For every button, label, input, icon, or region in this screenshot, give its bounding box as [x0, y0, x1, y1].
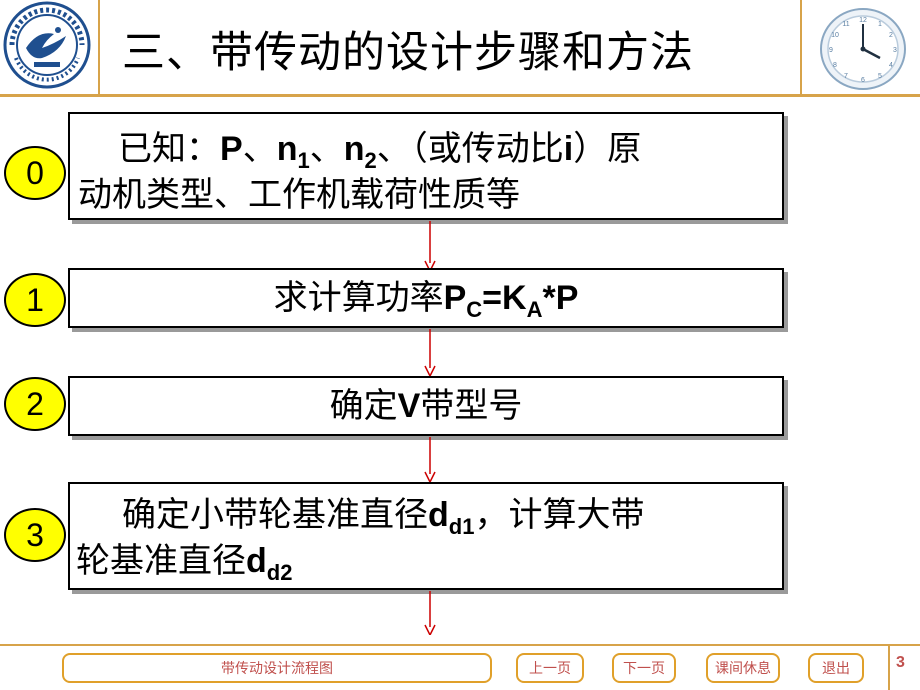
- step-number-2: 2: [4, 377, 66, 431]
- step-1-k-subscript: A: [526, 297, 543, 322]
- svg-text:7: 7: [844, 73, 848, 80]
- page-title: 三、带传动的设计步骤和方法: [122, 28, 694, 78]
- step-3-line1-tail: ，计算大带: [474, 495, 645, 535]
- step-box-2: 确定V带型号: [68, 376, 784, 436]
- step-0-ratio-i: i: [563, 130, 574, 168]
- flowchart-link-button[interactable]: 带传动设计流程图: [62, 653, 492, 683]
- arrow-down-icon: [424, 437, 436, 482]
- step-number-3: 3: [4, 508, 66, 562]
- svg-text:6: 6: [861, 77, 865, 84]
- footer-divider: [888, 644, 890, 690]
- step-2-label: 确定: [329, 386, 398, 426]
- step-3-d2: d: [246, 542, 267, 580]
- step-0-line-2: 动机类型、工作机载荷性质等: [78, 175, 520, 215]
- step-0-sep-2: 、: [309, 129, 344, 169]
- footer-rule: [0, 644, 920, 646]
- step-number-1: 1: [4, 273, 66, 327]
- step-0-line-1: 已知：P、n1、n2、（或传动比i）原: [118, 126, 782, 172]
- step-3-d2-subscript: d2: [266, 560, 293, 585]
- svg-text:3: 3: [893, 47, 897, 54]
- next-page-button[interactable]: 下一页: [612, 653, 676, 683]
- step-3-label: 确定小带轮基准直径: [122, 495, 428, 535]
- svg-text:8: 8: [833, 62, 837, 69]
- step-0-power: P: [220, 130, 243, 168]
- step-1-eq-k: =K: [482, 279, 527, 317]
- arrow-down-icon: [424, 591, 436, 635]
- arrow-down-icon: [424, 329, 436, 376]
- step-1-text: 求计算功率PC=KA*P: [70, 275, 782, 321]
- step-0-n1: n: [276, 130, 298, 168]
- step-box-1: 求计算功率PC=KA*P: [68, 268, 784, 328]
- step-2-v: V: [397, 387, 421, 425]
- step-number-0: 0: [4, 146, 66, 200]
- step-2-text: 确定V带型号: [70, 383, 782, 429]
- exit-button[interactable]: 退出: [808, 653, 864, 683]
- page-number: 3: [896, 654, 905, 671]
- svg-text:4: 4: [889, 62, 893, 69]
- svg-text:2: 2: [889, 32, 893, 39]
- step-box-0: 已知：P、n1、n2、（或传动比i）原 动机类型、工作机载荷性质等: [68, 112, 784, 220]
- arrow-down-icon: [424, 221, 436, 271]
- step-0-n1-subscript: 1: [297, 148, 310, 173]
- step-1-label: 求计算功率: [273, 278, 444, 318]
- svg-text:5: 5: [878, 73, 882, 80]
- step-3-line-2: 轮基准直径dd2: [76, 538, 782, 584]
- svg-text:12: 12: [859, 17, 867, 24]
- prev-page-button[interactable]: 上一页: [516, 653, 584, 683]
- step-0-known-label: 已知：: [118, 129, 220, 169]
- break-button[interactable]: 课间休息: [706, 653, 780, 683]
- step-3-d1-subscript: d1: [448, 514, 475, 539]
- step-2-label-tail: 带型号: [420, 386, 523, 426]
- step-1-p: P: [443, 279, 467, 317]
- step-0-sep-1: 、: [242, 129, 277, 169]
- svg-text:9: 9: [829, 47, 833, 54]
- step-3-d1: d: [428, 496, 449, 534]
- svg-text:10: 10: [831, 32, 839, 39]
- header-divider-right: [800, 0, 802, 96]
- header-rule: [0, 94, 920, 97]
- step-1-p-subscript: C: [466, 297, 483, 322]
- college-logo-icon: [3, 1, 91, 89]
- header-divider-left: [98, 0, 100, 96]
- step-0-ratio-label: 、（或传动比: [376, 129, 564, 169]
- step-0-line1-tail: ）原: [573, 129, 642, 169]
- step-3-line-1: 确定小带轮基准直径dd1，计算大带: [122, 492, 782, 538]
- step-0-n2: n: [343, 130, 365, 168]
- step-1-times-p: *P: [542, 279, 579, 317]
- step-box-3: 确定小带轮基准直径dd1，计算大带 轮基准直径dd2: [68, 482, 784, 590]
- svg-text:1: 1: [878, 21, 882, 28]
- svg-text:11: 11: [842, 21, 849, 28]
- step-0-n2-subscript: 2: [364, 148, 377, 173]
- step-3-line2-label: 轮基准直径: [76, 541, 246, 581]
